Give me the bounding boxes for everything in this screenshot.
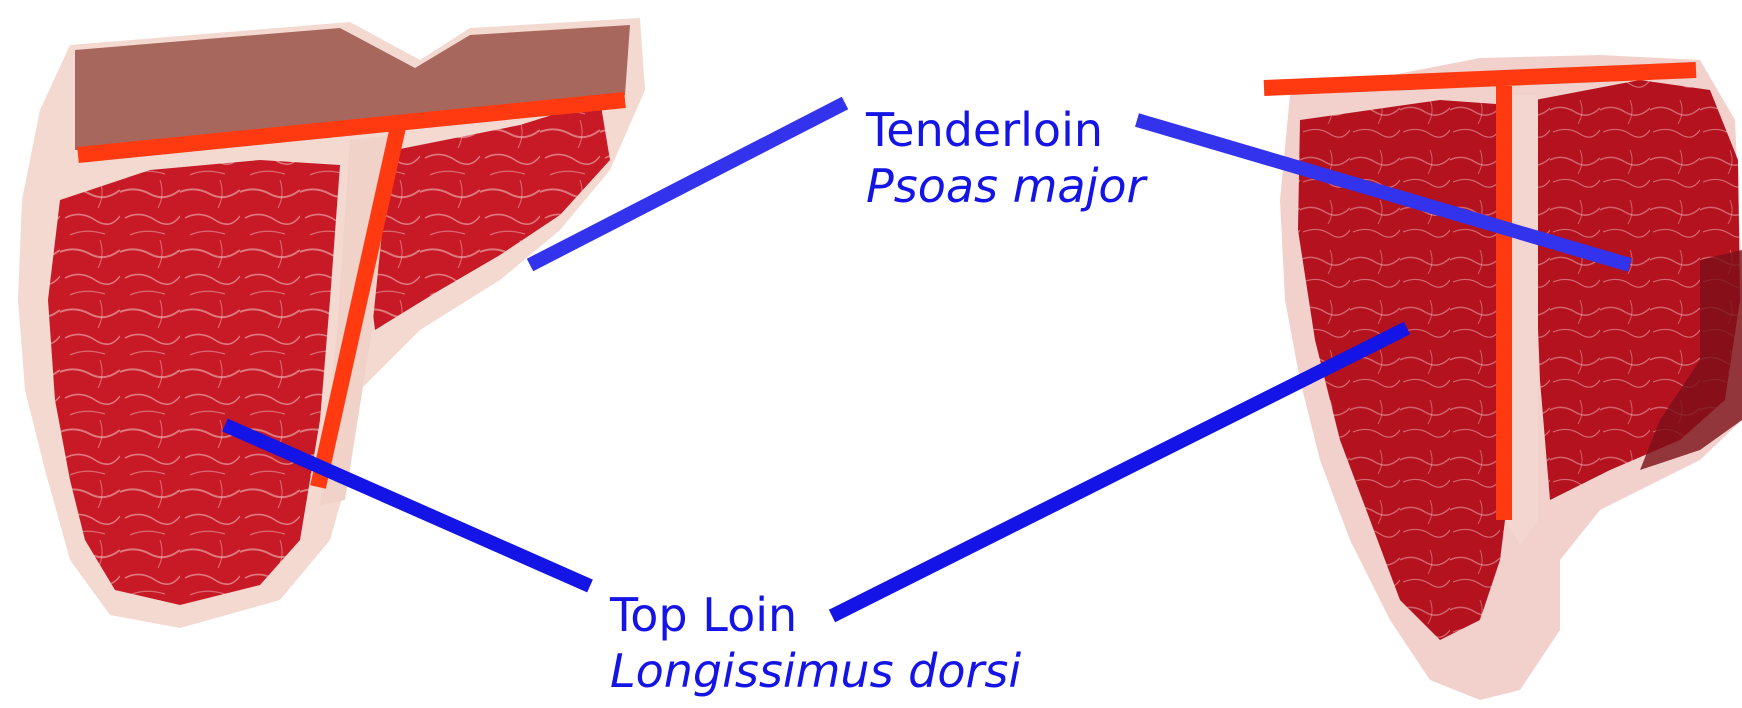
top-loin-latin-name: Longissimus dorsi xyxy=(610,643,1021,699)
leader-line-toploin-right xyxy=(832,328,1407,616)
top-loin-name: Top Loin xyxy=(610,587,1021,643)
tenderloin-latin-name: Psoas major xyxy=(866,158,1145,214)
steak-left-top-loin-muscle xyxy=(48,160,340,605)
label-top-loin: Top Loin Longissimus dorsi xyxy=(610,587,1021,699)
label-tenderloin: Tenderloin Psoas major xyxy=(866,102,1145,214)
tenderloin-name: Tenderloin xyxy=(866,102,1145,158)
